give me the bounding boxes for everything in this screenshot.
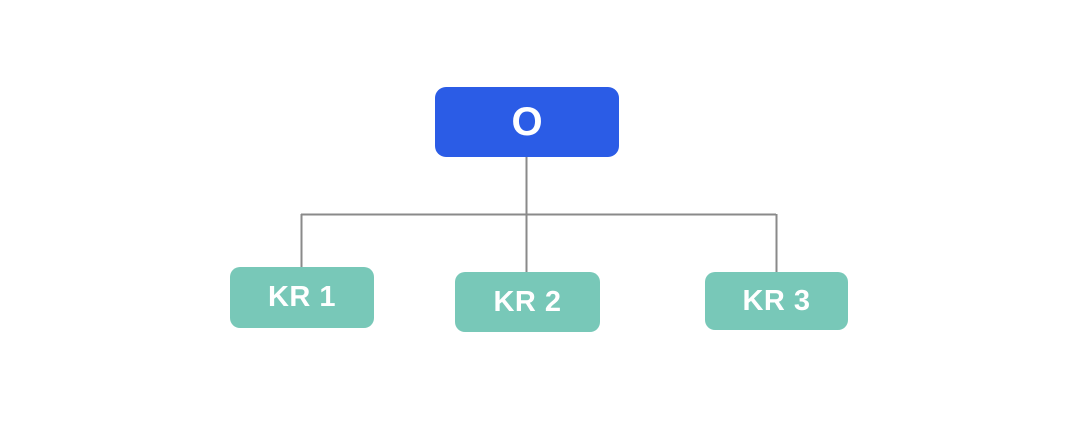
node-key-result-3[interactable]: KR 3 [705,272,848,330]
node-key-result-1-label: KR 1 [267,281,337,313]
node-key-result-1[interactable]: KR 1 [230,267,374,328]
node-key-result-2[interactable]: KR 2 [455,272,600,332]
node-key-result-2-label: KR 2 [493,285,562,318]
node-objective[interactable]: O [435,87,619,157]
node-objective-label: O [511,100,543,144]
node-key-result-3-label: KR 3 [742,284,811,317]
